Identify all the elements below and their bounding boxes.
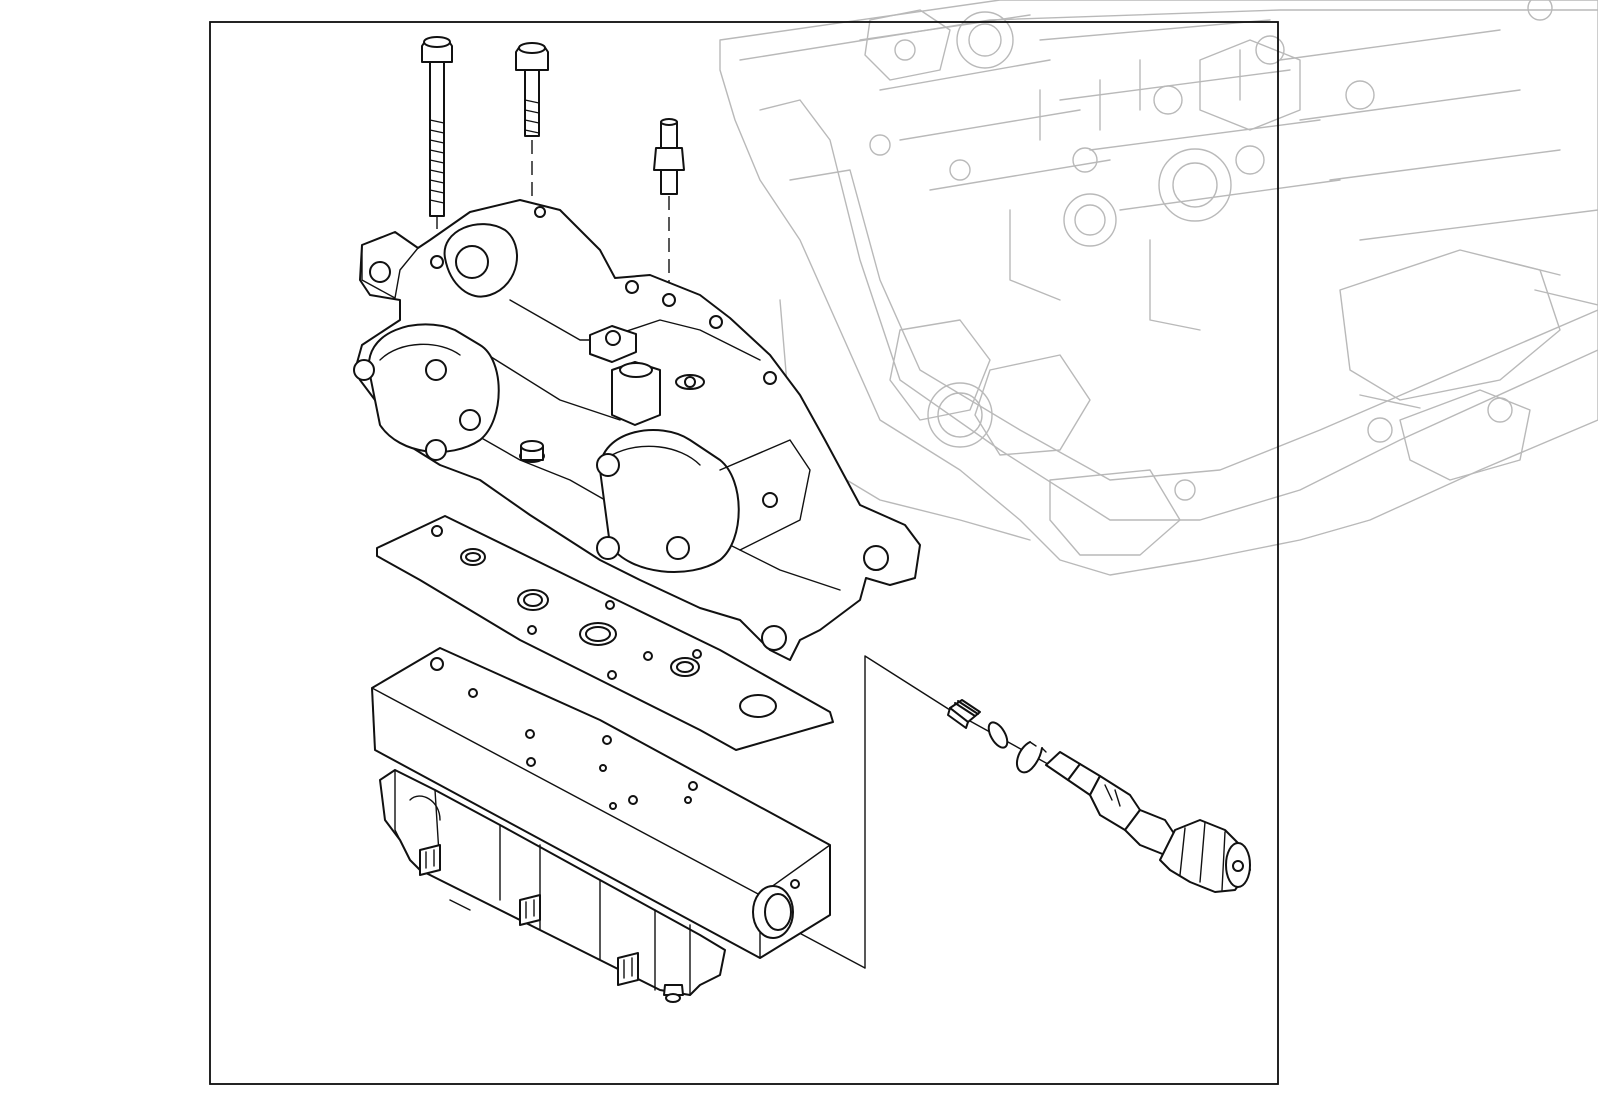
- pressure-sensor: [1045, 751, 1251, 893]
- gasket-plate: [376, 515, 834, 751]
- valve-block: [371, 647, 831, 959]
- solenoid-unit: [379, 769, 726, 1003]
- long-bolt: [421, 36, 453, 217]
- short-bolt: [515, 42, 549, 137]
- check-valve-sleeve: [947, 699, 981, 729]
- stud: [653, 118, 685, 195]
- o-ring: [987, 721, 1009, 749]
- snap-ring: [1015, 741, 1047, 774]
- pump-housing: [353, 199, 921, 661]
